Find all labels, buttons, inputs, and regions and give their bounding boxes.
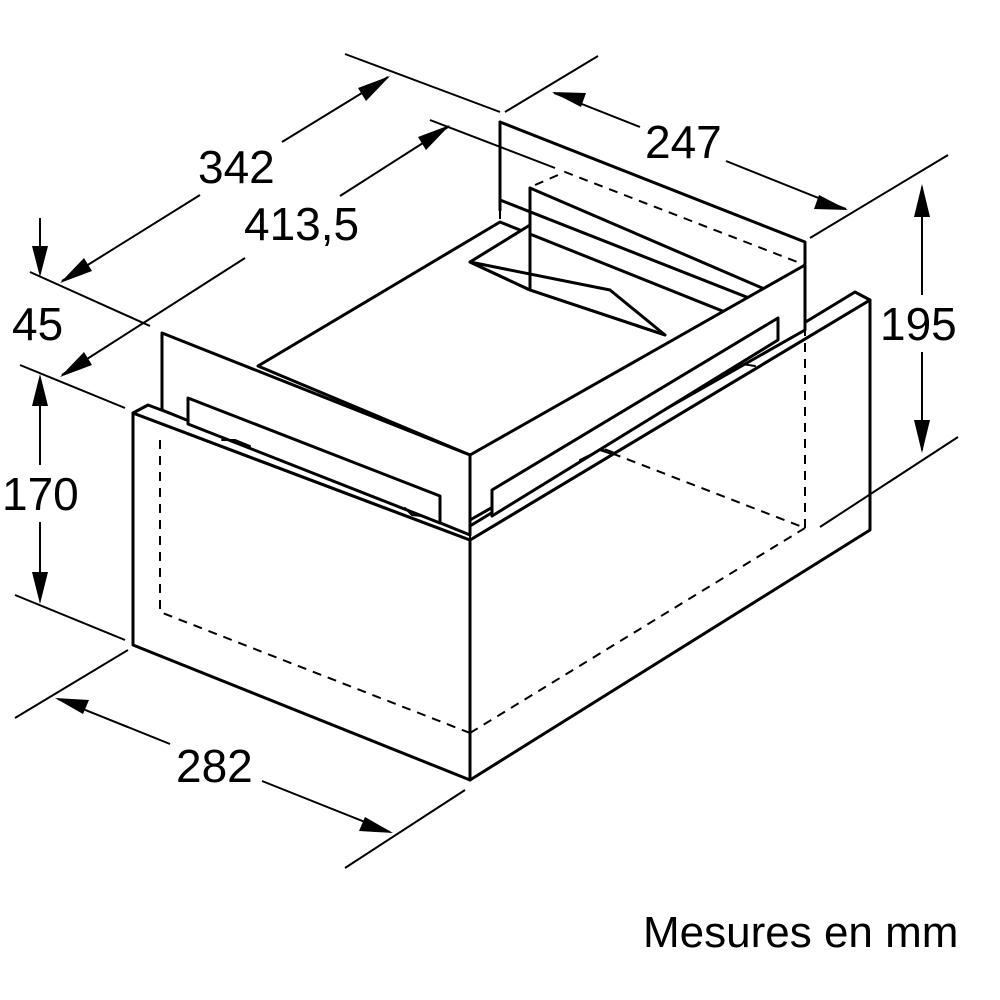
dimension-label-170: 170 [2, 468, 79, 520]
upper-insert [160, 186, 807, 537]
dimension-label-45: 45 [12, 298, 63, 350]
dimension-label-282: 282 [176, 740, 253, 792]
units-note: Mesures en mm [643, 908, 958, 957]
dimension-label-195: 195 [880, 298, 957, 350]
extension-lines [14, 53, 959, 869]
lower-housing [131, 290, 872, 782]
dimension-label-342: 342 [198, 141, 275, 193]
dimension-label-247: 247 [645, 116, 722, 168]
dimension-lines [32, 76, 930, 833]
dimension-label-413-5: 413,5 [244, 198, 359, 250]
